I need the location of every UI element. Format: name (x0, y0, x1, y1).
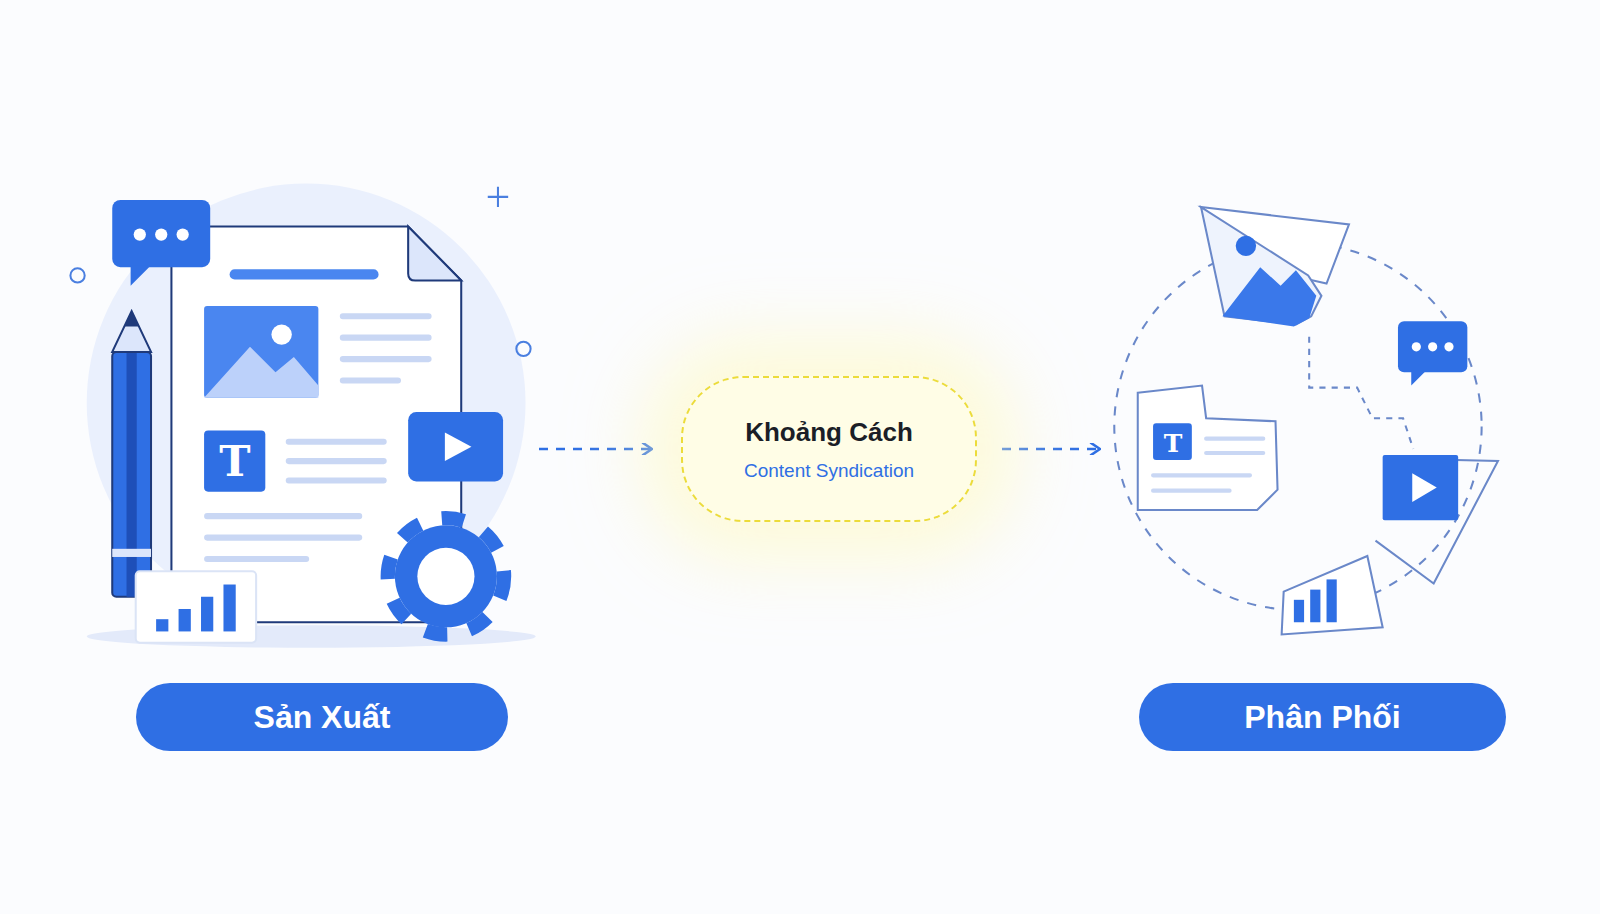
stage-label: Sản Xuất (136, 683, 508, 751)
gap-subtitle: Content Syndication (744, 460, 914, 482)
stage-label: Phân Phối (1139, 683, 1506, 751)
gap-title: Khoảng Cách (745, 417, 913, 448)
production-group: Sản Xuất (72, 153, 539, 755)
gap-box: Khoảng CáchContent Syndication (681, 376, 977, 522)
flow-arrow (539, 448, 652, 451)
text-icon-letter: T (1164, 431, 1183, 456)
text-icon-letter: T (219, 441, 250, 483)
flow-arrow (1002, 448, 1100, 451)
